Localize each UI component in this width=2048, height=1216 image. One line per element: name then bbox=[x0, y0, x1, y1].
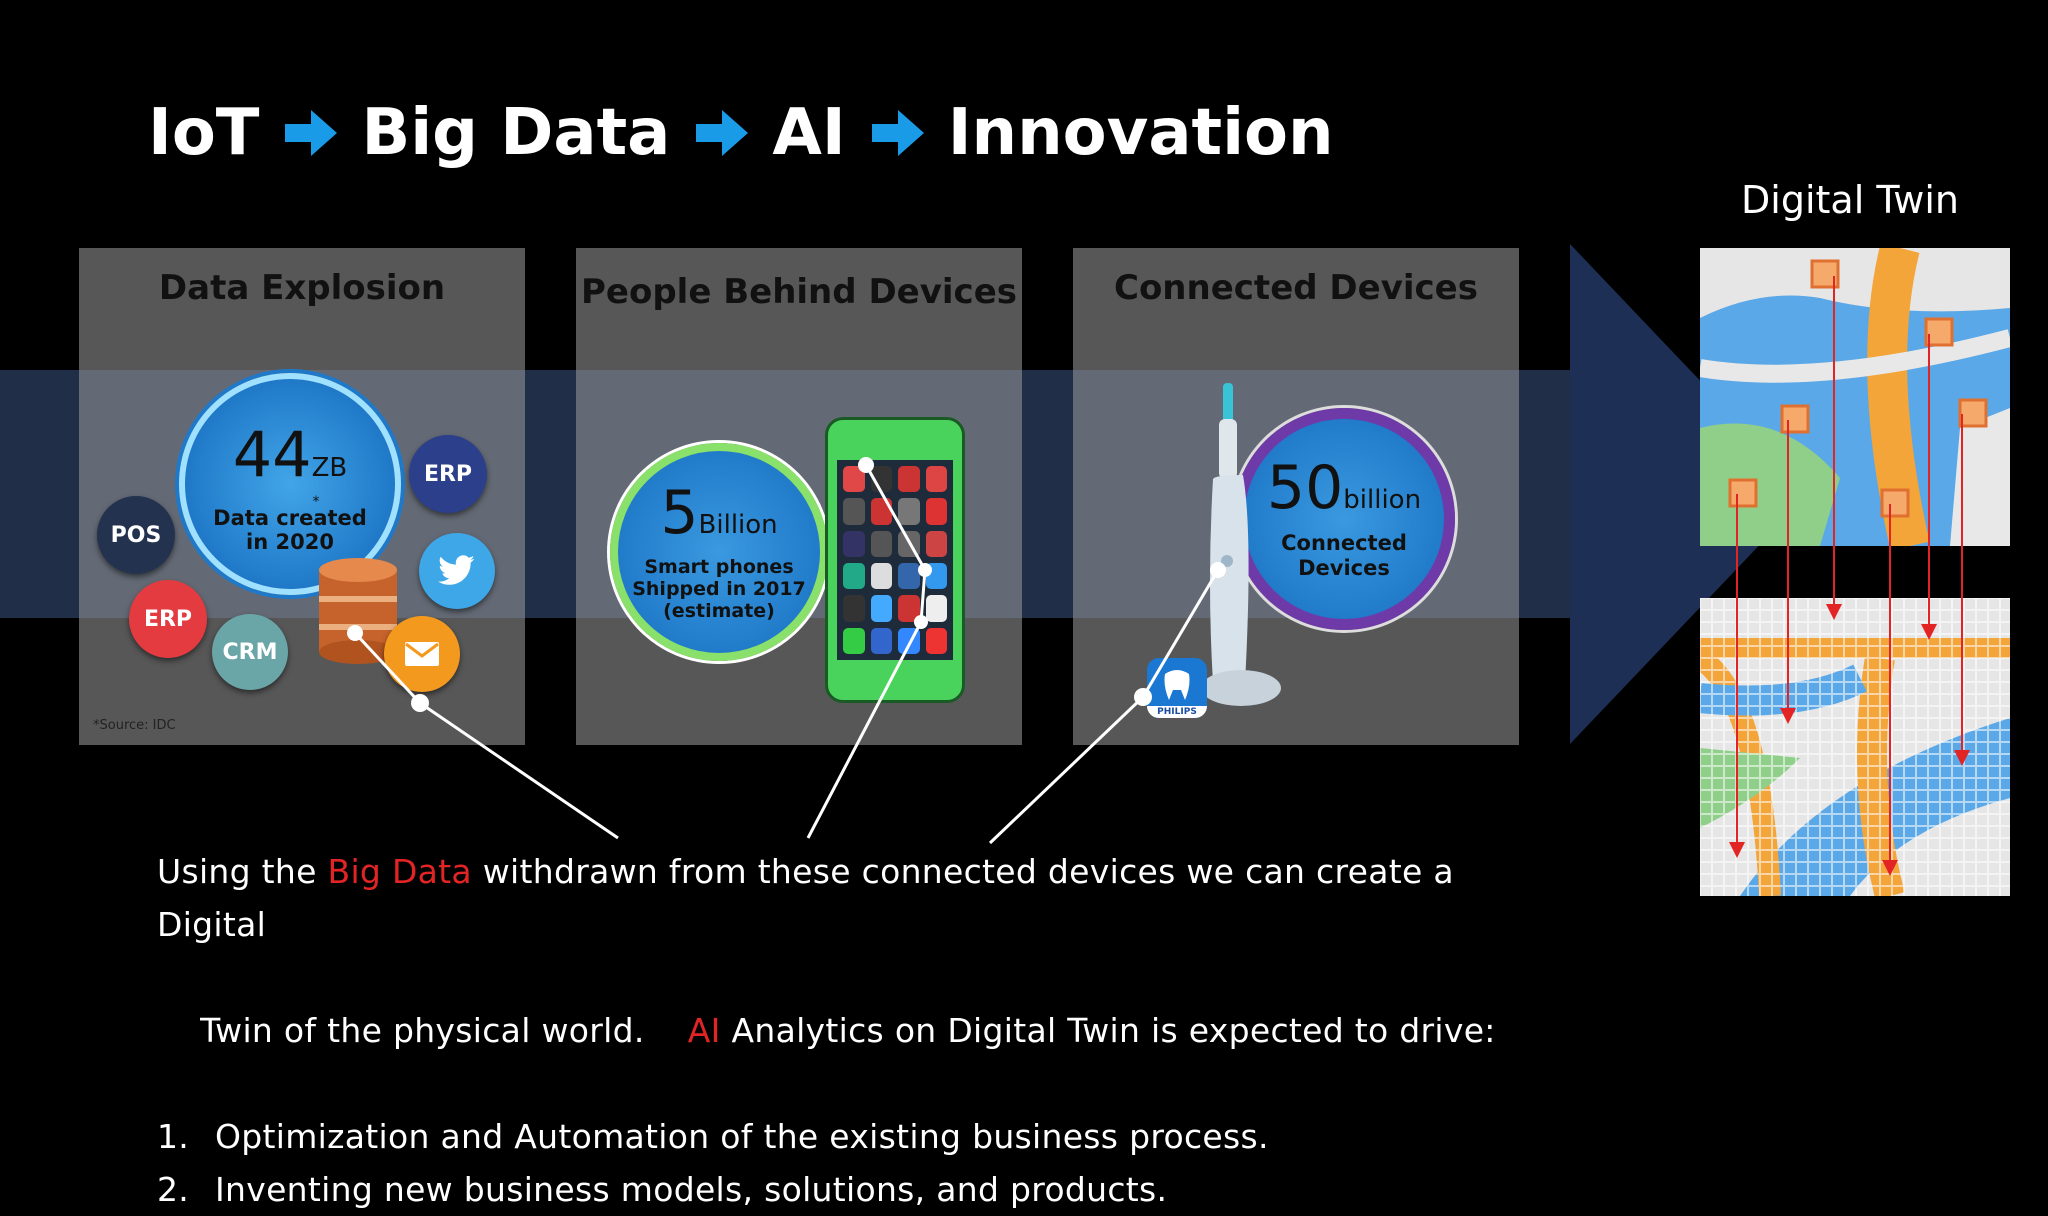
big-flow-arrow-icon bbox=[1570, 244, 1808, 744]
stat-caption: Devices bbox=[1298, 556, 1390, 580]
description-text: Using the Big Data withdrawn from these … bbox=[157, 845, 1537, 1216]
smartphone-icon bbox=[825, 417, 965, 703]
stat-caption: Smart phones bbox=[644, 556, 794, 578]
highlight-ai: AI bbox=[687, 1011, 721, 1050]
goals-list: 1. Optimization and Automation of the ex… bbox=[157, 1110, 1537, 1216]
panel-title: Data Explosion bbox=[158, 268, 446, 308]
stat-value: 44 bbox=[232, 417, 312, 491]
toothbrush-icon bbox=[1201, 383, 1281, 713]
digital-twin-grid-image bbox=[1700, 598, 2010, 896]
arrow-right-icon bbox=[871, 110, 924, 156]
stat-caption: in 2020 bbox=[246, 529, 334, 554]
email-icon bbox=[384, 616, 460, 692]
stat-caption: Data created bbox=[213, 505, 367, 530]
slide-title: IoT Big Data AI Innovation bbox=[148, 88, 1334, 178]
title-word-iot: IoT bbox=[148, 96, 260, 170]
digital-twin-label: Digital Twin bbox=[1741, 178, 1959, 222]
stat-footnote-mark: * bbox=[312, 493, 320, 510]
title-word-innovation: Innovation bbox=[947, 96, 1334, 170]
panel-title: People Behind Devices bbox=[581, 272, 1017, 312]
title-word-ai: AI bbox=[772, 96, 846, 170]
list-item: 2. Inventing new business models, soluti… bbox=[157, 1170, 1168, 1209]
badge-erp: ERP bbox=[409, 435, 487, 513]
panel-connected-devices: Connected Devices 50billion Connected De… bbox=[1073, 248, 1519, 745]
description-line-2: Twin of the physical world. AI Analytics… bbox=[200, 1011, 1496, 1050]
stat-circle-44zb: 44ZB * Data created in 2020 bbox=[179, 373, 401, 595]
badge-erp-red: ERP bbox=[129, 580, 207, 658]
panel-title: Connected Devices bbox=[1114, 268, 1478, 308]
stat-caption: Shipped in 2017 bbox=[632, 578, 806, 600]
stat-unit: ZB bbox=[311, 452, 348, 483]
arrow-right-icon bbox=[285, 110, 338, 156]
stat-value: 5 bbox=[660, 478, 699, 548]
stat-value: 50 bbox=[1266, 453, 1344, 523]
stat-unit: Billion bbox=[698, 510, 778, 540]
title-word-big-data: Big Data bbox=[361, 96, 671, 170]
philips-app-icon: PHILIPS bbox=[1147, 658, 1207, 718]
philips-brand-label: PHILIPS bbox=[1147, 706, 1207, 718]
description-line-1: Using the Big Data withdrawn from these … bbox=[157, 852, 1454, 944]
stat-circle-5-billion: 5Billion Smart phones Shipped in 2017 (e… bbox=[610, 443, 828, 661]
panel-data-explosion: Data Explosion 44ZB * Data created in 20… bbox=[79, 248, 525, 745]
badge-pos: POS bbox=[97, 496, 175, 574]
city-map-image bbox=[1700, 248, 2010, 546]
stat-caption: (estimate) bbox=[663, 600, 775, 622]
stat-unit: billion bbox=[1343, 485, 1422, 515]
arrow-right-icon bbox=[696, 110, 749, 156]
list-item: 1. Optimization and Automation of the ex… bbox=[157, 1117, 1269, 1156]
twitter-icon bbox=[419, 533, 495, 609]
stat-caption: Connected bbox=[1281, 531, 1407, 555]
stat-circle-50-billion: 50billion Connected Devices bbox=[1233, 408, 1455, 630]
badge-crm: CRM bbox=[212, 614, 288, 690]
highlight-big-data: Big Data bbox=[327, 852, 472, 891]
source-note: *Source: IDC bbox=[93, 718, 176, 733]
